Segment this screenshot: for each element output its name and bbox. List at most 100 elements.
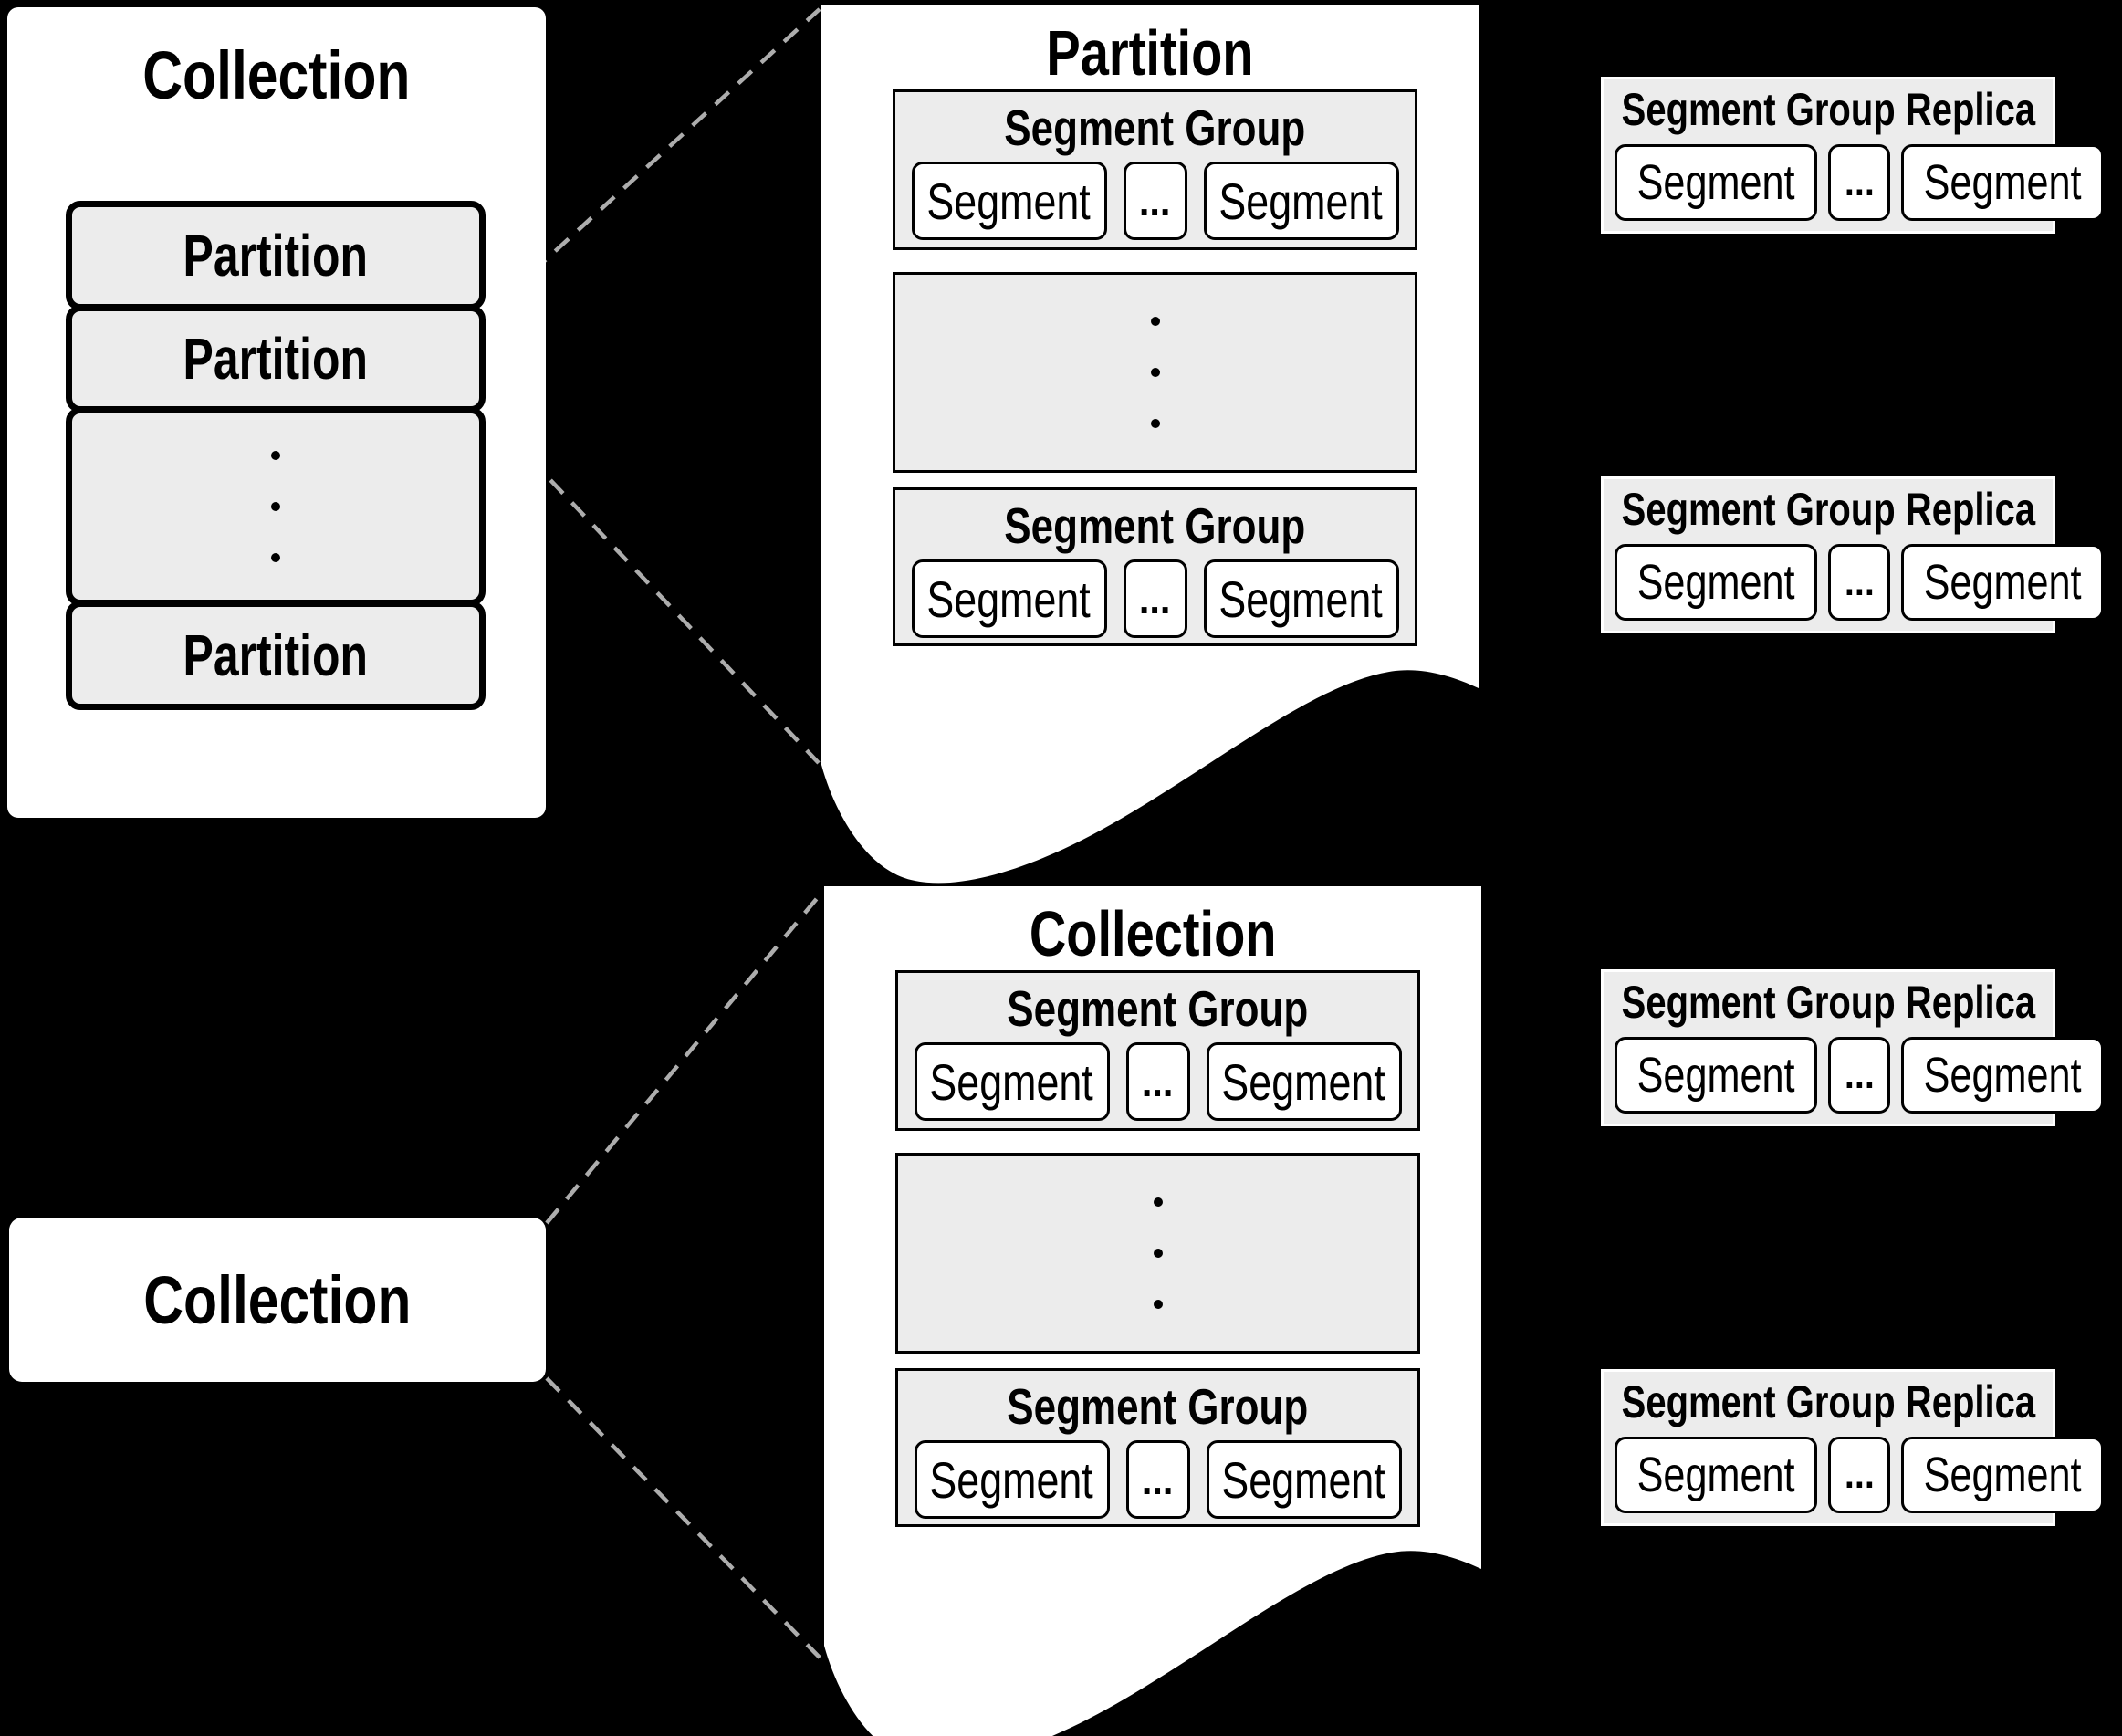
segment-row: Segment ... Segment — [914, 1042, 1402, 1121]
ellipsis-label: ... — [1844, 559, 1875, 604]
segment-group-title: Segment Group — [969, 1371, 1346, 1442]
segment-box: Segment — [1206, 1440, 1402, 1519]
partition-page-title-text: Partition — [1046, 17, 1254, 89]
segment-group-box: Segment Group Segment ... Segment — [893, 487, 1417, 646]
segment-label: Segment — [1218, 570, 1384, 628]
segment-box: Segment — [1615, 1437, 1818, 1513]
segment-row: Segment ... Segment — [911, 162, 1399, 240]
ellipsis-label: ... — [1844, 160, 1875, 204]
segment-box: Segment — [911, 559, 1107, 638]
ellipsis-box: ... — [1828, 1437, 1891, 1513]
segment-box: Segment — [1615, 544, 1818, 621]
segment-box: Segment — [1615, 1037, 1818, 1114]
ellipsis-box: ... — [1125, 1440, 1190, 1519]
partition-ellipsis-row — [66, 407, 486, 606]
zoom-connector-line — [545, 1376, 823, 1661]
segment-box: Segment — [914, 1042, 1110, 1121]
ellipsis-label: ... — [1139, 177, 1171, 225]
segment-label: Segment — [1636, 555, 1795, 610]
segment-group-replica-box: Segment Group Replica Segment ... Segmen… — [1601, 969, 2105, 1126]
segment-box: Segment — [1901, 1437, 2105, 1513]
segment-label: Segment — [1636, 1048, 1795, 1103]
dot-icon — [1150, 368, 1160, 377]
segment-box: Segment — [1901, 144, 2105, 221]
replica-title: Segment Group Replica — [1570, 79, 2087, 140]
collection-page-title: Collection — [824, 897, 1481, 970]
replica-title: Segment Group Replica — [1570, 479, 2087, 539]
segment-label: Segment — [929, 1450, 1094, 1509]
dot-icon — [271, 553, 280, 562]
dot-icon — [271, 502, 280, 511]
ellipsis-label: ... — [1142, 1456, 1174, 1503]
segment-box: Segment — [1206, 1042, 1402, 1121]
partition-row: Partition — [66, 601, 486, 710]
dot-icon — [271, 451, 280, 460]
segment-row: Segment ... Segment — [1615, 1037, 2105, 1114]
replica-title: Segment Group Replica — [1570, 972, 2087, 1032]
replica-title-text: Segment Group Replica — [1621, 84, 2035, 135]
segment-label: Segment — [1221, 1450, 1386, 1509]
segment-box: Segment — [1203, 162, 1399, 240]
dot-icon — [1153, 1300, 1163, 1309]
segment-box: Segment — [911, 162, 1107, 240]
segment-group-replica-box: Segment Group Replica Segment ... Segmen… — [1601, 476, 2105, 633]
collection-page-title-text: Collection — [1029, 898, 1277, 969]
partition-row-label: Partition — [183, 223, 369, 288]
segment-group-replica-box: Segment Group Replica Segment ... Segmen… — [1601, 77, 2105, 234]
segment-label: Segment — [1923, 555, 2082, 610]
segment-box: Segment — [1615, 144, 1818, 221]
ellipsis-box: ... — [1125, 1042, 1190, 1121]
segment-group-title-text: Segment Group — [1007, 980, 1309, 1037]
replica-title-text: Segment Group Replica — [1621, 977, 2035, 1028]
segment-group-title-text: Segment Group — [1004, 497, 1306, 554]
partition-row: Partition — [66, 201, 486, 310]
collection-panel-title: Collection — [7, 33, 546, 117]
segment-group-title: Segment Group — [967, 92, 1343, 163]
segment-box: Segment — [1901, 544, 2105, 621]
collection-box-title: Collection — [143, 1261, 412, 1338]
segment-row: Segment ... Segment — [1615, 144, 2105, 221]
dot-icon — [1150, 317, 1160, 326]
segment-group-ellipsis-box — [895, 1153, 1420, 1354]
segment-label: Segment — [1923, 155, 2082, 210]
segment-label: Segment — [1923, 1448, 2082, 1502]
ellipsis-label: ... — [1139, 575, 1171, 622]
ellipsis-label: ... — [1844, 1052, 1875, 1097]
segment-row: Segment ... Segment — [1615, 1437, 2105, 1513]
dot-icon — [1153, 1197, 1163, 1207]
ellipsis-box: ... — [1828, 144, 1891, 221]
segment-label: Segment — [1636, 1448, 1795, 1502]
ellipsis-box: ... — [1828, 544, 1891, 621]
segment-label: Segment — [1221, 1052, 1386, 1111]
segment-group-box: Segment Group Segment ... Segment — [895, 970, 1420, 1131]
segment-group-replica-box: Segment Group Replica Segment ... Segmen… — [1601, 1369, 2105, 1526]
segment-group-title-text: Segment Group — [1007, 1378, 1309, 1435]
segment-group-box: Segment Group Segment ... Segment — [895, 1368, 1420, 1527]
partition-row-label: Partition — [183, 622, 369, 688]
replica-title-text: Segment Group Replica — [1621, 1376, 2035, 1427]
segment-row: Segment ... Segment — [911, 559, 1399, 638]
segment-label: Segment — [929, 1052, 1094, 1111]
segment-box: Segment — [914, 1440, 1110, 1519]
partition-row-label: Partition — [183, 326, 369, 392]
replica-title-text: Segment Group Replica — [1621, 484, 2035, 535]
collection-panel-title-text: Collection — [142, 37, 411, 113]
segment-group-title: Segment Group — [969, 973, 1346, 1044]
ellipsis-label: ... — [1844, 1452, 1875, 1497]
segment-group-title-text: Segment Group — [1004, 99, 1306, 156]
segment-label: Segment — [926, 172, 1092, 230]
segment-label: Segment — [926, 570, 1092, 628]
partition-row: Partition — [66, 305, 486, 413]
ellipsis-box: ... — [1123, 162, 1187, 240]
ellipsis-box: ... — [1123, 559, 1187, 638]
zoom-connector-line — [545, 889, 825, 1225]
collection-box: Collection — [9, 1218, 546, 1382]
segment-group-title: Segment Group — [967, 490, 1343, 561]
dot-icon — [1153, 1249, 1163, 1258]
segment-group-box: Segment Group Segment ... Segment — [893, 89, 1417, 250]
segment-box: Segment — [1901, 1037, 2105, 1114]
segment-row: Segment ... Segment — [914, 1440, 1402, 1519]
dot-icon — [1150, 419, 1160, 428]
segment-box: Segment — [1203, 559, 1399, 638]
